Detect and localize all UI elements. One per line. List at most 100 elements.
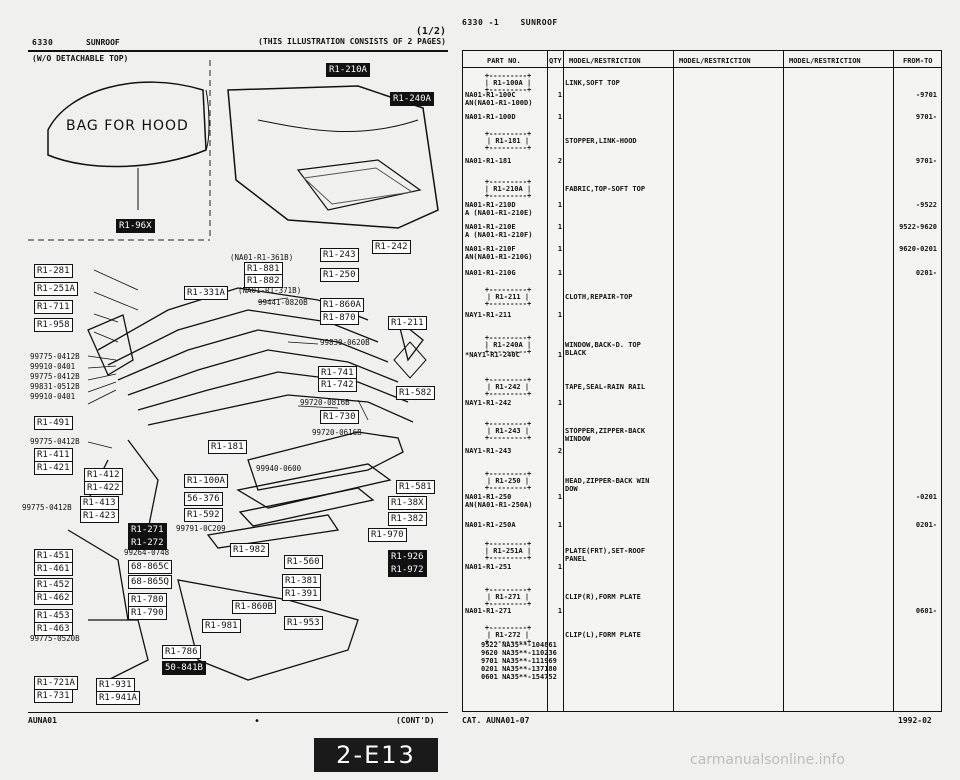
- group-label: +---------+| R1-181 |+---------+: [484, 130, 532, 152]
- callout-r1-181: R1-181: [208, 440, 247, 454]
- part-number: NA01-R1-100D: [465, 113, 516, 121]
- callout-r1-982: R1-982: [230, 543, 269, 557]
- part-number-label: 99831-0512B: [30, 382, 80, 391]
- part-number-label: (NA01-R1-371B): [238, 286, 302, 295]
- callout-r1-452: R1-452: [34, 578, 73, 592]
- part-number-label: 99264-0748: [124, 548, 170, 557]
- callout-r1-451: R1-451: [34, 549, 73, 563]
- variant-label: (W/O DETACHABLE TOP): [32, 54, 129, 63]
- callout-r1-331a: R1-331A: [184, 286, 228, 300]
- quantity: 1: [557, 201, 563, 209]
- from-to: 9701-: [915, 113, 937, 121]
- col-divider: [673, 51, 674, 711]
- right-header: 6330 -1 SUNROOF: [462, 18, 558, 27]
- callout-r1-780: R1-780: [128, 593, 167, 607]
- from-to: 9701-: [915, 157, 937, 165]
- quantity: 1: [557, 607, 563, 615]
- callout-r1-931: R1-931: [96, 678, 135, 692]
- callout-r1-491: R1-491: [34, 416, 73, 430]
- group-label: +---------+| R1-243 |+---------+: [484, 420, 532, 442]
- left-section-title: SUNROOF: [86, 38, 120, 47]
- callout-r1-271: R1-271: [128, 523, 167, 537]
- illustration-pages-note: (THIS ILLUSTRATION CONSISTS OF 2 PAGES): [258, 37, 446, 46]
- part-number-label: 99775-0412B: [30, 372, 80, 381]
- callout-50-841b: 50-841B: [162, 661, 206, 675]
- illustration-note: (1/2) (THIS ILLUSTRATION CONSISTS OF 2 P…: [256, 26, 446, 46]
- part-number-label: 99791-0C209: [176, 524, 226, 533]
- callout-r1-860a: R1-860A: [320, 298, 364, 312]
- callout-r1-953: R1-953: [284, 616, 323, 630]
- group-code: R1-272: [495, 631, 521, 639]
- callout-r1-870: R1-870: [320, 311, 359, 325]
- description: STOPPER,LINK-HOOD: [565, 137, 637, 145]
- quantity: 1: [557, 113, 563, 121]
- col-model-1: MODEL/RESTRICTION: [569, 57, 641, 65]
- callout-r1-391: R1-391: [282, 587, 321, 601]
- part-number: NAY1-R1-243: [465, 447, 512, 455]
- col-divider: [563, 51, 564, 711]
- callout-68-865q: 68-865Q: [128, 575, 172, 589]
- callout-56-376: 56-376: [184, 492, 223, 506]
- description: WINDOW,BACK-D. TOP BLACK: [565, 341, 641, 357]
- callout-r1-786: R1-786: [162, 645, 201, 659]
- right-section-title: SUNROOF: [520, 18, 558, 27]
- part-number-label: 99775-0520B: [30, 634, 80, 643]
- description: FABRIC,TOP-SOFT TOP: [565, 185, 646, 193]
- quantity: 2: [557, 447, 563, 455]
- callout-r1-582: R1-582: [396, 386, 435, 400]
- from-to: 0201-: [915, 269, 937, 277]
- part-number-label: 99441-0820B: [258, 298, 308, 307]
- callout-r1-422: R1-422: [84, 481, 123, 495]
- part-number-label: 99720-0616B: [312, 428, 362, 437]
- serial-notes: 9522 NA35**-104861 9620 NA35**-110236 97…: [481, 641, 557, 681]
- description: HEAD,ZIPPER-BACK WIN DOW: [565, 477, 650, 493]
- part-number: NAY1-R1-211: [465, 311, 512, 319]
- callout-r1-941a: R1-941A: [96, 691, 140, 705]
- group-label: +---------+| R1-240A |+---------+: [484, 334, 532, 356]
- quantity: 2: [557, 157, 563, 165]
- part-number-label: 99910-0401: [30, 362, 76, 371]
- part-number: *NAY1-R1-240C: [465, 351, 520, 359]
- callout-r1-38x: R1-38X: [388, 496, 427, 510]
- group-label: +---------+| R1-211 |+---------+: [484, 286, 532, 308]
- footer-catalog-code: AUNA01: [28, 716, 57, 725]
- callout-r1-412: R1-412: [84, 468, 123, 482]
- callout-r1-96x: R1-96X: [116, 219, 155, 233]
- callout-r1-958: R1-958: [34, 318, 73, 332]
- catalog-number: CAT. AUNA01-07: [462, 716, 530, 725]
- callout-r1-711: R1-711: [34, 300, 73, 314]
- part-number: NA01-R1-271: [465, 607, 512, 615]
- part-number-label: 99830-0620B: [320, 338, 370, 347]
- header-rule: [28, 50, 448, 52]
- group-label: +---------+| R1-242 |+---------+: [484, 376, 532, 398]
- callout-r1-981: R1-981: [202, 619, 241, 633]
- page-tag: 2-E13: [314, 738, 438, 772]
- from-to: 9522-9620: [899, 223, 937, 231]
- part-number: NAY1-R1-242: [465, 399, 512, 407]
- part-number-label: 99720-0816B: [300, 398, 350, 407]
- group-code: R1-210A: [493, 185, 523, 193]
- soft-top-fabric: [227, 85, 439, 229]
- callout-r1-463: R1-463: [34, 622, 73, 636]
- part-number-label: 99775-0412B: [22, 503, 72, 512]
- callout-r1-721a: R1-721A: [34, 676, 78, 690]
- quantity: 1: [557, 351, 563, 359]
- part-number-label: 99910-0401: [30, 392, 76, 401]
- sheet-number: (1/2): [415, 26, 446, 37]
- part-number-label: 99940-0600: [256, 464, 302, 473]
- callout-r1-240a: R1-240A: [390, 92, 434, 106]
- description: LINK,SOFT TOP: [565, 79, 620, 87]
- callout-r1-453: R1-453: [34, 609, 73, 623]
- group-code: R1-211: [495, 293, 521, 301]
- from-to: -9701: [915, 91, 937, 99]
- callout-r1-790: R1-790: [128, 606, 167, 620]
- col-model-2: MODEL/RESTRICTION: [679, 57, 751, 65]
- header-divider: [463, 67, 941, 68]
- description: TAPE,SEAL-RAIN RAIL: [565, 383, 646, 391]
- group-label: +---------+| R1-250 |+---------+: [484, 470, 532, 492]
- quantity: 1: [557, 493, 563, 501]
- group-label: +---------+| R1-272 |+---------+: [484, 624, 532, 646]
- group-code: R1-240A: [493, 341, 523, 349]
- description: CLIP(R),FORM PLATE: [565, 593, 641, 601]
